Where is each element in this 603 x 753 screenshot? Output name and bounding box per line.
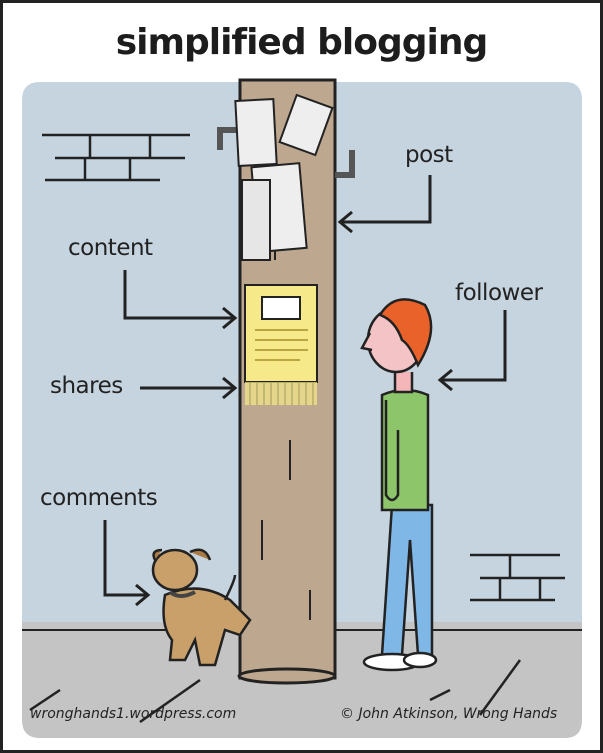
footer-credit: © John Atkinson, Wrong Hands (340, 706, 558, 722)
label-shares: shares (50, 373, 123, 399)
torn-flyers (234, 93, 334, 261)
label-comments: comments (40, 485, 158, 511)
footer-website: wronghands1.wordpress.com (30, 706, 237, 722)
arrows (103, 175, 507, 607)
brick-pattern-right (470, 553, 565, 602)
dog (151, 548, 252, 667)
comic-title: simplified blogging (115, 22, 489, 63)
content-poster (244, 284, 318, 405)
brick-pattern-left (42, 133, 190, 182)
follower-person (360, 298, 438, 672)
label-follower: follower (455, 280, 543, 306)
ground-cracks (29, 659, 522, 724)
label-post: post (405, 142, 453, 168)
label-content: content (68, 235, 153, 261)
